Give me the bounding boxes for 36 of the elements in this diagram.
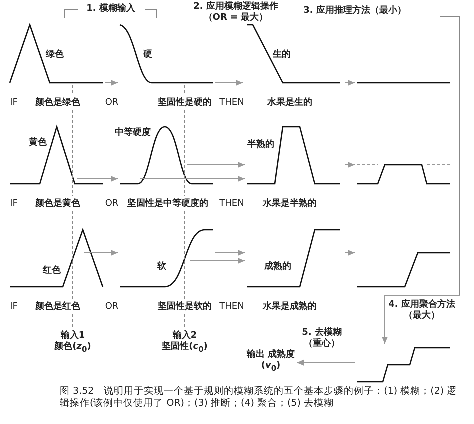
step-title: 2. 应用模糊逻辑操作（OR = 最大）: [192, 2, 280, 24]
input-label: 输入1 颜色(z$_{0}$): [54, 331, 92, 354]
rule-keyword: THEN: [220, 302, 244, 314]
rule-keyword: OR: [105, 199, 119, 210]
condition-text: 坚固性是软的: [158, 302, 212, 314]
rule-keyword: OR: [105, 98, 119, 110]
condition-text: 坚固性是中等硬度的: [128, 199, 208, 210]
input-label: 输入2 坚固性(c$_{0}$): [161, 331, 209, 354]
curve-label: 半熟的: [248, 140, 274, 152]
rule-keyword: IF: [10, 199, 18, 210]
arrow: [382, 296, 460, 344]
curve-label: 成熟的: [264, 262, 292, 274]
curve-label: 中等硬度: [115, 128, 151, 140]
condition-text: 坚固性是硬的: [158, 98, 212, 110]
rule-keyword: THEN: [220, 98, 244, 110]
rule-keyword: IF: [10, 98, 18, 110]
condition-text: 水果是生的: [268, 98, 312, 110]
curve-label: 黄色: [29, 138, 47, 150]
caption: 图 3.52 说明用于实现一个基于规则的模糊系统的五个基本步骤的例子：(1) 模糊；(2) 逻辑操作(该例中仅使用了 OR)；(3) 推断；(4) 聚合；(5) 去模糊: [60, 386, 458, 410]
curve-label: 软: [158, 262, 166, 274]
condition-text: 颜色是绿色: [36, 98, 80, 110]
condition-text: 水果是成熟的: [263, 302, 317, 314]
curve-label: 生的: [273, 50, 291, 62]
condition-text: 颜色是黄色: [36, 199, 80, 210]
output-label: 输出 成熟度(v$_{0}$): [245, 350, 297, 376]
rule-keyword: OR: [105, 302, 119, 314]
step-title: 1. 模糊输入: [86, 4, 136, 16]
rule-keyword: THEN: [220, 199, 244, 210]
condition-text: 颜色是红色: [36, 302, 80, 314]
curve-label: 绿色: [46, 50, 64, 62]
condition-text: 水果是半熟的: [263, 199, 317, 210]
curve-label: 硬: [144, 50, 152, 62]
arrow: [296, 360, 356, 366]
curve-label: 红色: [43, 266, 61, 278]
rule-keyword: IF: [10, 302, 18, 314]
step-title: 3. 应用推理方法（最小）: [304, 6, 406, 18]
